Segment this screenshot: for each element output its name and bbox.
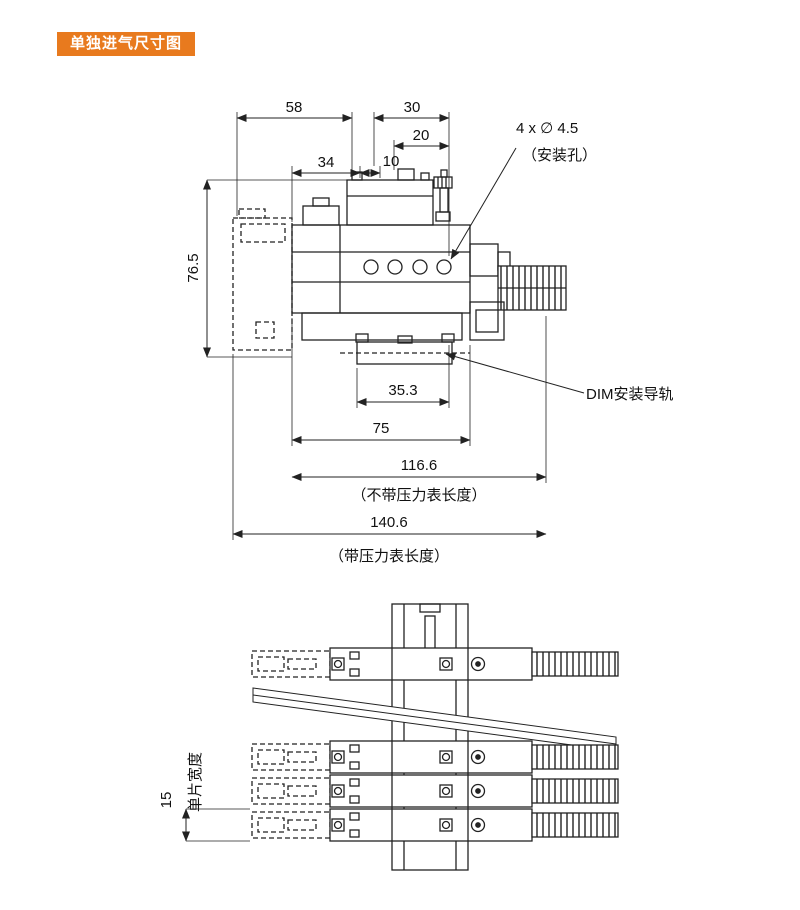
dim-58: 58 bbox=[286, 99, 303, 116]
callout-mounting-holes: 4 x ∅ 4.5 bbox=[516, 120, 578, 137]
section-header: 单独进气尺寸图 bbox=[57, 32, 196, 56]
dim-75: 75 bbox=[373, 420, 390, 437]
top-fitting bbox=[433, 169, 453, 222]
dim-116-6: 116.6 bbox=[401, 457, 437, 474]
dim-34: 34 bbox=[318, 154, 335, 171]
extension-lines bbox=[207, 112, 547, 540]
dim-20: 20 bbox=[413, 127, 430, 144]
dim-15: 15 bbox=[158, 792, 175, 809]
valve-slice bbox=[251, 740, 619, 774]
bottom-view: 15 单片宽度 bbox=[158, 603, 619, 871]
dimension-lines bbox=[203, 114, 547, 538]
valve-slice-detached bbox=[251, 647, 619, 681]
dim-30: 30 bbox=[404, 99, 421, 116]
dim-140-6: 140.6 bbox=[370, 514, 408, 531]
note-116-6: （不带压力表长度） bbox=[351, 487, 486, 504]
din-leader-line bbox=[445, 352, 585, 394]
label-slice-width: 单片宽度 bbox=[187, 752, 204, 812]
din-rail-clip bbox=[301, 312, 470, 365]
dim-10: 10 bbox=[383, 153, 400, 170]
valve-assembly bbox=[232, 168, 567, 365]
label-din-rail: DIM安装导轨 bbox=[586, 386, 674, 403]
pressure-gauge-outline bbox=[232, 208, 293, 351]
section-header-label: 单独进气尺寸图 bbox=[70, 35, 183, 52]
dim-35-3: 35.3 bbox=[388, 382, 417, 399]
solenoid-valve bbox=[346, 168, 434, 226]
mounting-holes bbox=[363, 259, 452, 275]
right-connectors bbox=[469, 243, 567, 341]
main-view: 58 30 20 34 10 76.5 35.3 75 116.6 （不带压力表… bbox=[185, 99, 674, 565]
slice-width-dimension: 15 单片宽度 bbox=[158, 752, 250, 842]
note-140-6: （带压力表长度） bbox=[329, 548, 449, 565]
valve-slice bbox=[251, 774, 619, 808]
dim-76-5: 76.5 bbox=[185, 253, 202, 282]
holes-leader-line bbox=[450, 147, 517, 260]
callout-mounting-holes-note: （安装孔） bbox=[522, 147, 597, 164]
valve-slice bbox=[251, 808, 619, 842]
